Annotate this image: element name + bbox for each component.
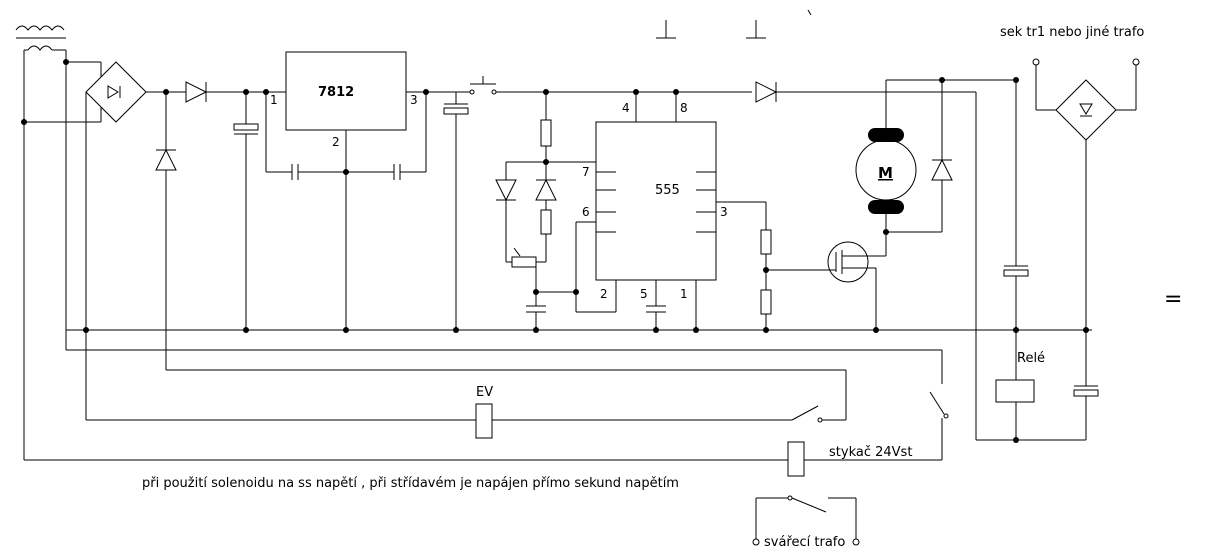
motor: M [855,79,1016,233]
push-switch [456,76,752,95]
relay-label: Relé [1017,351,1045,366]
junction-dots [21,59,1089,443]
diode-d3 [755,81,976,103]
timing-network [495,92,597,330]
contactor-label: stykač 24Vst [829,445,912,460]
regulator-label: 7812 [318,85,354,100]
timer-555: 555 4 8 7 6 3 2 5 1 [575,92,728,330]
capacitor-input [233,92,259,330]
timer-pin-3: 3 [720,205,728,219]
bridge-rectifier-aux: sek tr1 nebo jiné trafo [1000,25,1144,440]
timer-pin-2: 2 [600,287,608,301]
timer-pin-7: 7 [582,165,590,179]
relay-branch: Relé [975,80,1086,441]
regulator-pin-3: 3 [410,93,418,107]
welding-switch: svářecí trafo [752,495,860,550]
solenoid-note: při použití solenoidu na ss napětí , při… [142,476,679,491]
timer-pin-1: 1 [680,287,688,301]
transformer-note: sek tr1 nebo jiné trafo [1000,25,1144,40]
mosfet [827,232,887,330]
bridge-rectifier-main [24,61,186,420]
timer-pin-5: 5 [640,287,648,301]
ev-label: EV [476,385,493,400]
timer-label: 555 [655,183,680,198]
input-transformer [15,25,67,460]
diode-d2 [155,92,177,370]
contactor-loop: stykač 24Vst [24,349,949,477]
capacitor-output [443,92,469,330]
regulator-pin-2: 2 [332,135,340,149]
top-ground-symbols [656,9,812,39]
welding-transformer-label: svářecí trafo [764,535,845,550]
equals-sign: = [1164,287,1182,312]
timer-pin-4: 4 [622,101,630,115]
regulator-pin-1: 1 [270,93,278,107]
timer-pin-6: 6 [582,205,590,219]
motor-label: M [878,164,893,182]
gate-driver [716,201,836,330]
timer-pin-8: 8 [680,101,688,115]
solenoid-ev-loop: EV [86,369,847,439]
